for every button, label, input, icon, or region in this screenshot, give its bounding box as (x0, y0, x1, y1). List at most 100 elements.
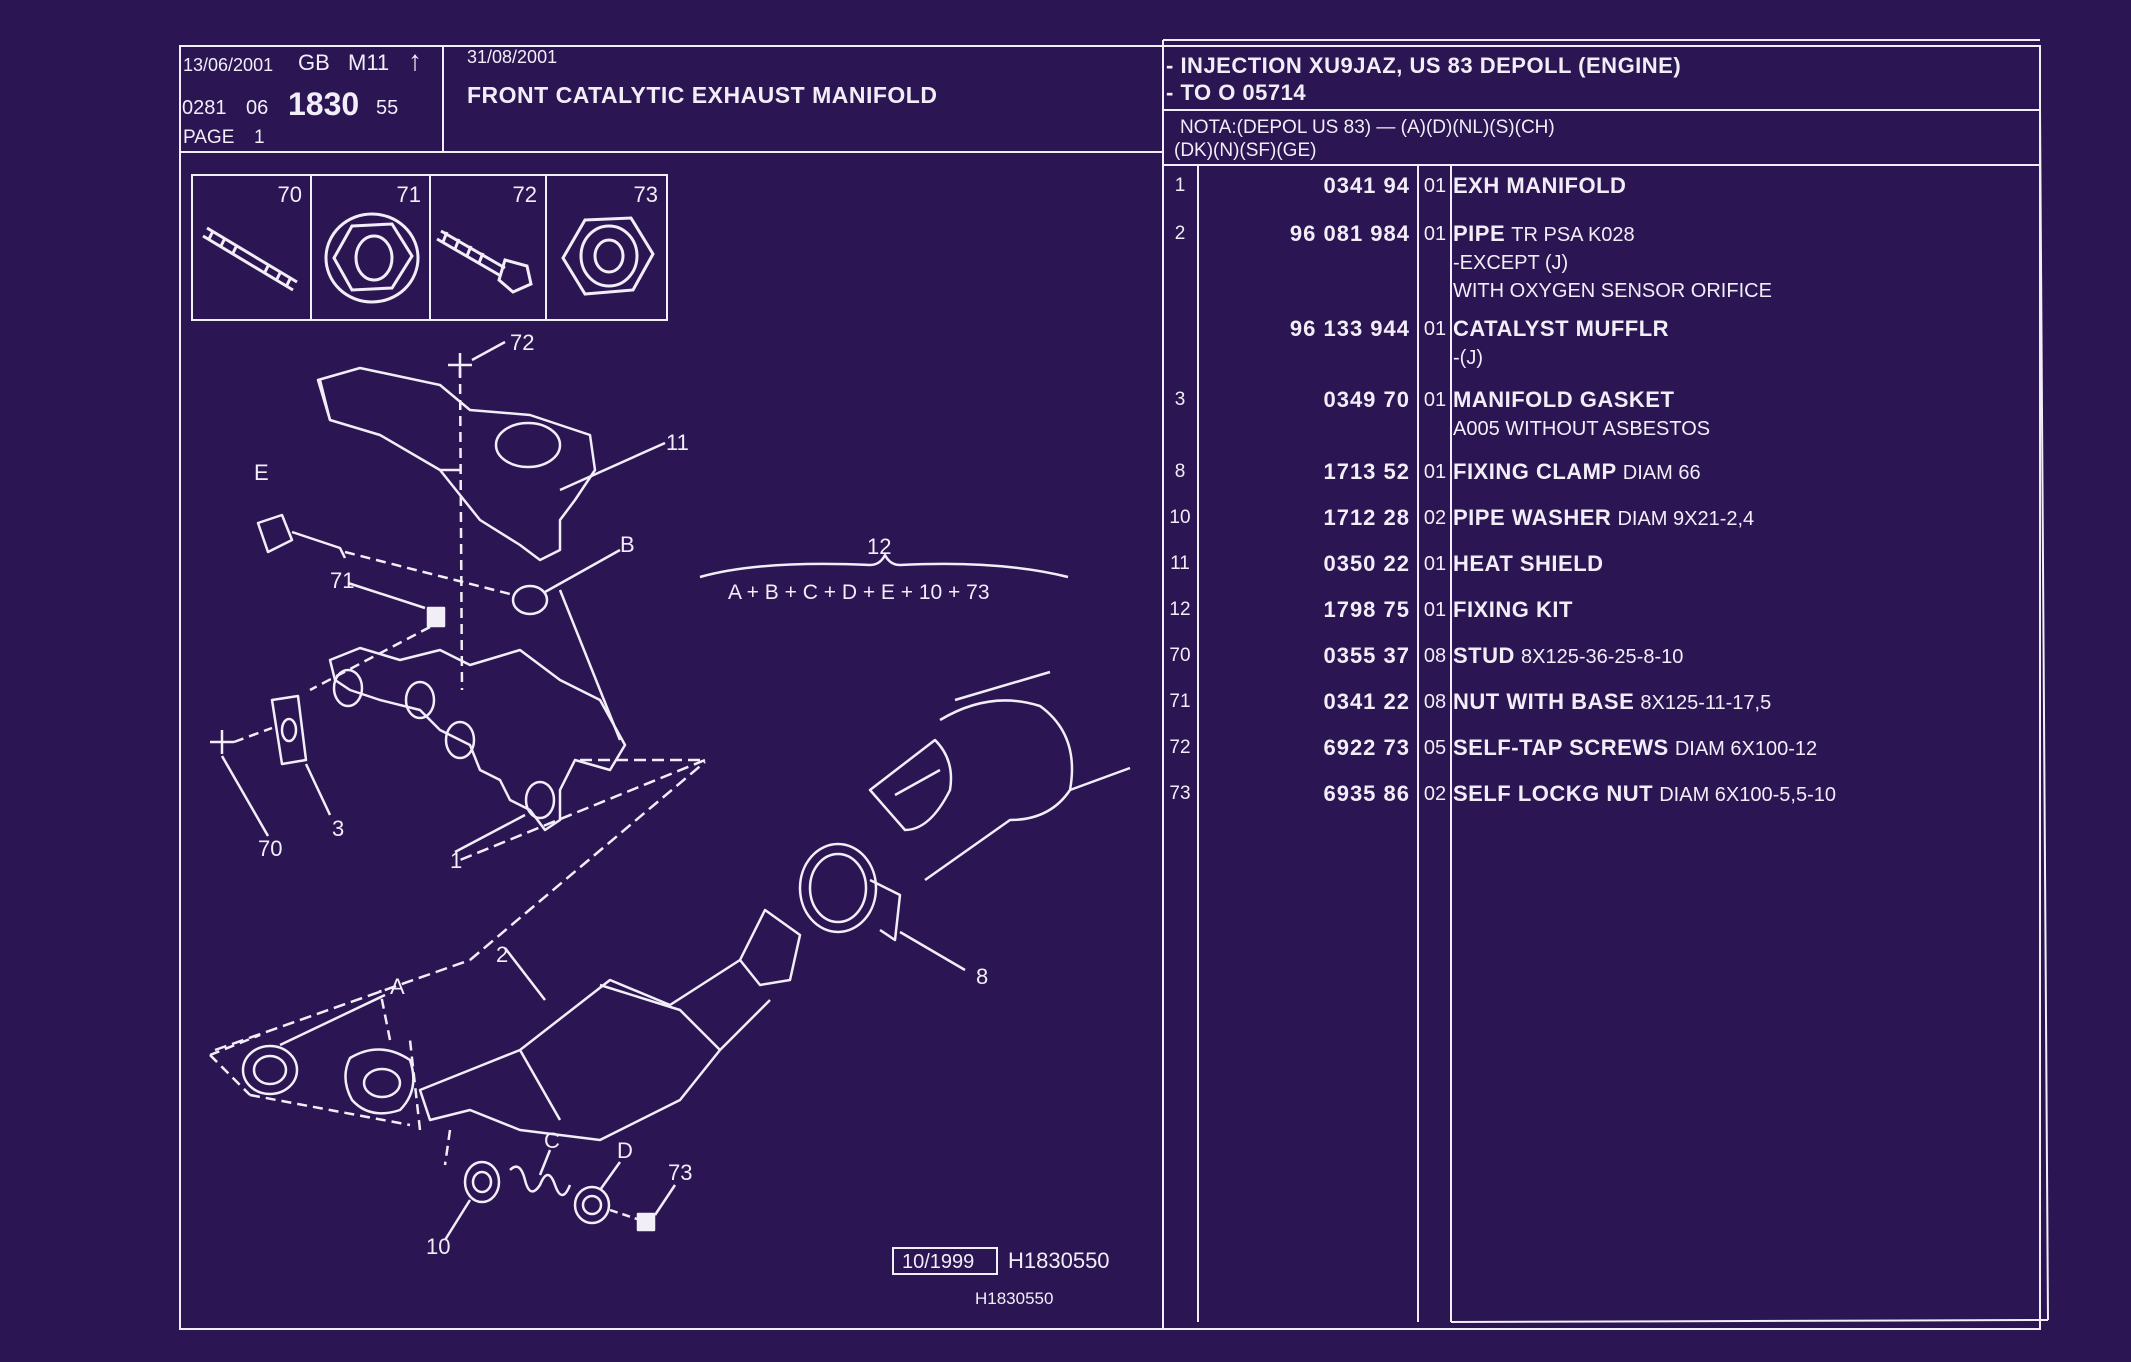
callout-3: 3 (332, 816, 345, 841)
row-item-number: 8 (1174, 461, 1186, 482)
drawing-reference: H1830550 (1008, 1248, 1110, 1273)
row-part-name: SELF-TAP SCREWS (1453, 735, 1669, 760)
header-code-suffix: 55 (376, 97, 399, 119)
screw-icon (436, 229, 533, 294)
row-quantity: 01 (1423, 553, 1447, 575)
row-part-reference: 96 081 984 (1289, 221, 1410, 246)
row-note-line: -EXCEPT (J) (1453, 252, 1569, 274)
row-item-number: 71 (1169, 691, 1191, 712)
callout-A: A (390, 974, 405, 999)
row-part-extra: DIAM 6X100-5,5-10 (1659, 784, 1836, 806)
row-note-line: A005 WITHOUT ASBESTOS (1453, 418, 1711, 440)
row-description: NUT WITH BASE 8X125-11-17,5 (1453, 689, 1771, 715)
row-part-name: NUT WITH BASE (1453, 689, 1635, 714)
thumbnail-label: 70 (277, 182, 302, 207)
row-description: STUD 8X125-36-25-8-10 (1453, 643, 1683, 669)
row-part-reference: 1798 75 (1323, 597, 1410, 622)
row-part-reference: 0350 22 (1323, 551, 1410, 576)
row-part-extra: DIAM 9X21-2,4 (1617, 508, 1755, 530)
header-date-right: 31/08/2001 (467, 47, 558, 67)
row-part-name: MANIFOLD GASKET (1453, 387, 1675, 412)
row-part-extra: DIAM 6X100-12 (1674, 738, 1818, 760)
thumbnail-label: 71 (396, 182, 421, 207)
thumbnail-self-tap-screw[interactable]: 72 (429, 174, 547, 321)
nota-line-2: (DK)(N)(SF)(GE) (1174, 140, 1317, 161)
header-code-group: 06 (246, 97, 269, 119)
row-note-line: WITH OXYGEN SENSOR ORIFICE (1453, 280, 1772, 302)
row-description: FIXING KIT (1453, 597, 1573, 623)
row-description: MANIFOLD GASKET A005 WITHOUT ASBESTOS (1453, 387, 1710, 441)
thumbnail-nut-with-base[interactable]: 71 (310, 174, 431, 321)
nota-line-1: NOTA:(DEPOL US 83) — (A)(D)(NL)(S)(CH) (1180, 117, 1555, 138)
callout-11: 11 (666, 430, 689, 455)
row-item-number: 73 (1169, 783, 1191, 804)
kit-formula: A + B + C + D + E + 10 + 73 (728, 581, 990, 604)
row-part-extra: DIAM 66 (1622, 462, 1701, 484)
revision-date: 10/1999 (902, 1251, 975, 1273)
row-part-extra: TR PSA K028 (1511, 224, 1635, 246)
application-line-2: - TO O 05714 (1166, 80, 1307, 105)
row-part-reference: 0349 70 (1323, 387, 1410, 412)
row-part-reference: 0341 94 (1323, 173, 1410, 198)
callout-73: 73 (668, 1160, 693, 1185)
up-arrow-icon: ↑ (408, 45, 422, 76)
row-item-number: 70 (1169, 645, 1191, 666)
callout-12: 12 (867, 534, 892, 559)
row-description: EXH MANIFOLD (1453, 173, 1626, 199)
row-part-reference: 0341 22 (1323, 689, 1410, 714)
row-part-reference: 96 133 944 (1289, 316, 1410, 341)
row-item-number: 1 (1174, 175, 1186, 196)
header-code-prefix: 0281 (182, 97, 227, 119)
row-description: SELF LOCKG NUT DIAM 6X100-5,5-10 (1453, 781, 1836, 807)
row-part-name: PIPE (1453, 221, 1506, 246)
stud-icon (202, 226, 298, 292)
row-quantity: 01 (1423, 389, 1447, 411)
header-page-label: PAGE (183, 127, 235, 148)
row-item-number: 10 (1169, 507, 1191, 528)
row-quantity: 02 (1423, 507, 1447, 529)
callout-B: B (620, 532, 635, 557)
row-part-name: STUD (1453, 643, 1515, 668)
row-item-number: 72 (1169, 737, 1191, 758)
row-quantity: 02 (1423, 783, 1447, 805)
callout-71: 71 (330, 568, 355, 593)
row-item-number: 12 (1169, 599, 1191, 620)
row-description: PIPE WASHER DIAM 9X21-2,4 (1453, 505, 1754, 531)
thumbnail-self-locking-nut[interactable]: 73 (545, 174, 668, 321)
row-part-name: FIXING KIT (1453, 597, 1573, 622)
row-note-line: -(J) (1453, 347, 1483, 369)
row-description: PIPE TR PSA K028 -EXCEPT (J) WITH OXYGEN… (1453, 221, 1772, 303)
row-quantity: 01 (1423, 461, 1447, 483)
row-quantity: 08 (1423, 645, 1447, 667)
callout-D: D (617, 1138, 633, 1163)
row-quantity: 01 (1423, 599, 1447, 621)
thumbnail-stud[interactable]: 70 (191, 174, 312, 321)
row-description: HEAT SHIELD (1453, 551, 1604, 577)
row-part-extra: 8X125-36-25-8-10 (1521, 646, 1684, 668)
header-page-number: 1 (254, 127, 265, 148)
callout-10: 10 (426, 1234, 451, 1259)
thumbnail-label: 72 (512, 182, 537, 207)
row-part-reference: 6935 86 (1323, 781, 1410, 806)
header-market: GB (298, 50, 330, 75)
row-quantity: 01 (1423, 318, 1447, 340)
row-description: SELF-TAP SCREWS DIAM 6X100-12 (1453, 735, 1817, 761)
row-part-reference: 1712 28 (1323, 505, 1410, 530)
callout-C: C (544, 1128, 560, 1153)
thumbnail-label: 73 (633, 182, 658, 207)
row-item-number: 2 (1174, 223, 1186, 244)
drawing-reference-small: H1830550 (975, 1289, 1054, 1308)
callout-1: 1 (450, 848, 463, 873)
header-date-left: 13/06/2001 (183, 55, 274, 75)
application-line-1: - INJECTION XU9JAZ, US 83 DEPOLL (ENGINE… (1166, 53, 1682, 78)
row-part-name: SELF LOCKG NUT (1453, 781, 1654, 806)
row-quantity: 01 (1423, 223, 1447, 245)
row-quantity: 08 (1423, 691, 1447, 713)
row-part-reference: 0355 37 (1323, 643, 1410, 668)
row-part-reference: 1713 52 (1323, 459, 1410, 484)
row-description: CATALYST MUFFLR -(J) (1453, 316, 1669, 370)
row-description: FIXING CLAMP DIAM 66 (1453, 459, 1701, 485)
header-model: M11 (348, 50, 390, 75)
